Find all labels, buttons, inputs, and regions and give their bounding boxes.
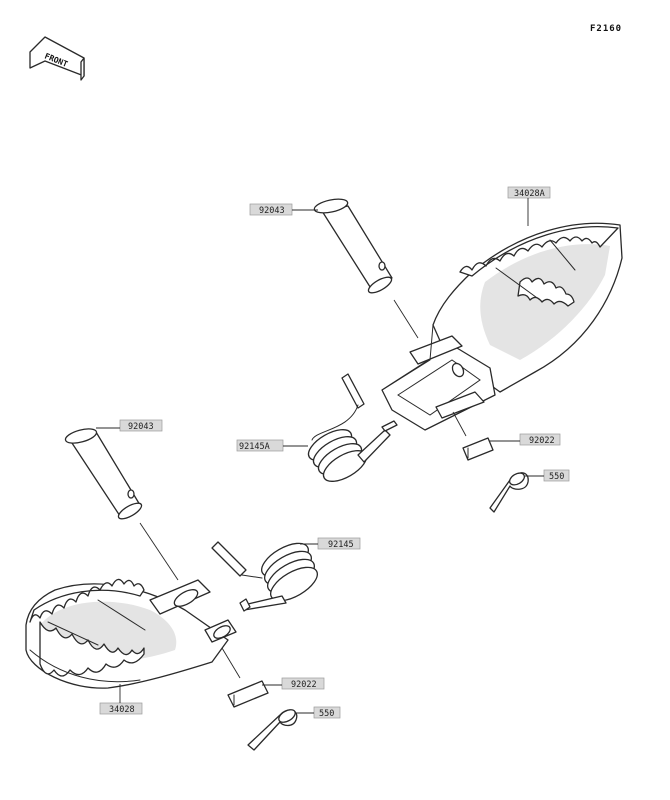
label-pin-lower: 92043 (96, 419, 163, 432)
washer-lower (227, 680, 269, 708)
label-footpeg-right: 34028A (507, 186, 551, 226)
cotter-pin-upper (489, 472, 529, 513)
part-number: 550 (549, 472, 564, 482)
footpeg-right (381, 222, 623, 431)
torsion-spring-upper (307, 373, 398, 482)
label-footpeg-left: 34028 (99, 684, 143, 715)
clevis-pin-upper (313, 198, 393, 294)
part-number: 92043 (128, 422, 154, 432)
clevis-pin-lower (64, 428, 143, 520)
label-washer-lower: 92022 (262, 677, 325, 690)
part-number: 34028 (109, 705, 135, 715)
label-spring-lower: 92145 (300, 537, 361, 550)
front-arrow-icon: FRONT (29, 36, 85, 81)
figure-code: F2160 (590, 24, 622, 34)
part-number: 34028A (514, 189, 545, 199)
label-cotter-upper: 550 (525, 469, 570, 482)
part-number: 550 (319, 709, 334, 719)
cotter-pin-lower (247, 709, 298, 751)
label-spring-upper: 92145A (236, 439, 308, 452)
part-number: 92145 (328, 540, 354, 550)
footpeg-left (25, 578, 237, 689)
part-number: 92022 (291, 680, 317, 690)
part-number: 92022 (529, 436, 555, 446)
washer-upper (462, 437, 494, 461)
part-number: 92145A (239, 442, 270, 452)
torsion-spring-lower (211, 541, 318, 612)
label-pin-upper: 92043 (249, 203, 318, 216)
label-cotter-lower: 550 (296, 706, 341, 719)
label-washer-upper: 92022 (489, 433, 561, 446)
part-number: 92043 (259, 206, 285, 216)
